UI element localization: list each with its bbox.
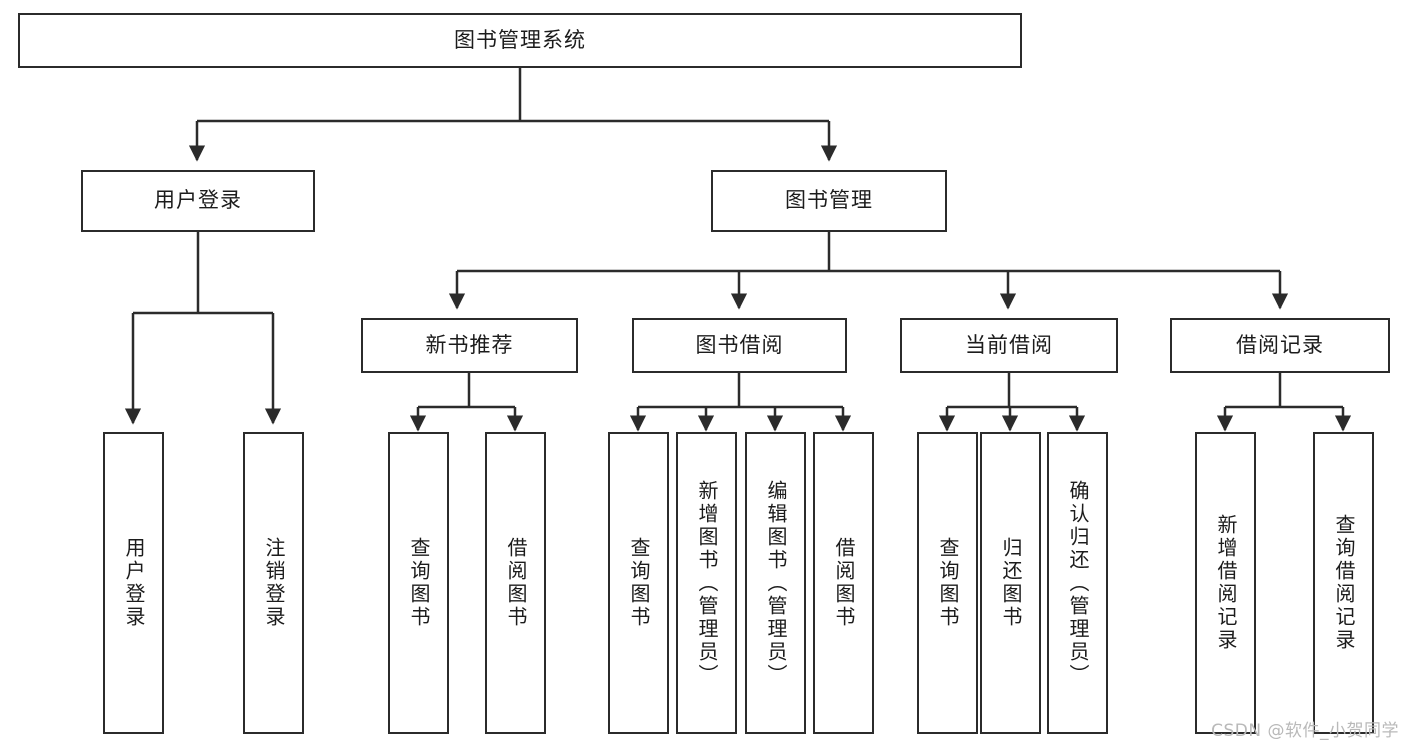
node-book-management[interactable]: 图书管理 [711, 170, 947, 232]
leaf-user-login[interactable]: 用户登录 [103, 432, 164, 734]
node-label: 借阅图书 [832, 537, 856, 629]
leaf-borrow-book-new[interactable]: 借阅图书 [485, 432, 546, 734]
node-label: 确认归还（管理员） [1066, 479, 1090, 687]
node-label: 借阅图书 [504, 537, 528, 629]
node-borrow-record[interactable]: 借阅记录 [1170, 318, 1390, 373]
node-label: 新增图书（管理员） [695, 479, 719, 687]
leaf-add-borrow-record[interactable]: 新增借阅记录 [1195, 432, 1256, 734]
node-label: 注销登录 [262, 537, 286, 629]
node-book-borrow[interactable]: 图书借阅 [632, 318, 847, 373]
node-current-borrow[interactable]: 当前借阅 [900, 318, 1118, 373]
node-label: 新增借阅记录 [1214, 514, 1238, 652]
node-label: 查询图书 [627, 537, 651, 629]
node-label: 图书管理 [785, 188, 873, 213]
node-label: 用户登录 [154, 188, 242, 213]
node-label: 借阅记录 [1236, 332, 1324, 357]
node-user-login[interactable]: 用户登录 [81, 170, 315, 232]
leaf-return-book[interactable]: 归还图书 [980, 432, 1041, 734]
leaf-logout[interactable]: 注销登录 [243, 432, 304, 734]
node-label: 用户登录 [122, 537, 146, 629]
node-label: 图书借阅 [695, 332, 784, 357]
leaf-query-book-new[interactable]: 查询图书 [388, 432, 449, 734]
leaf-query-book-current[interactable]: 查询图书 [917, 432, 978, 734]
leaf-query-book[interactable]: 查询图书 [608, 432, 669, 734]
leaf-query-borrow-record[interactable]: 查询借阅记录 [1313, 432, 1374, 734]
node-label: 查询借阅记录 [1332, 514, 1356, 652]
node-label: 编辑图书（管理员） [764, 479, 788, 687]
leaf-confirm-return-admin[interactable]: 确认归还（管理员） [1047, 432, 1108, 734]
node-label: 归还图书 [999, 537, 1023, 629]
watermark: CSDN @软件_小贺同学 [1211, 721, 1399, 741]
leaf-edit-book-admin[interactable]: 编辑图书（管理员） [745, 432, 806, 734]
node-root[interactable]: 图书管理系统 [18, 13, 1022, 68]
node-label: 查询图书 [936, 537, 960, 629]
node-label: 当前借阅 [965, 332, 1053, 357]
leaf-add-book-admin[interactable]: 新增图书（管理员） [676, 432, 737, 734]
node-label: 图书管理系统 [454, 27, 586, 52]
node-label: 查询图书 [407, 537, 431, 629]
leaf-borrow-book[interactable]: 借阅图书 [813, 432, 874, 734]
node-label: 新书推荐 [425, 332, 514, 357]
node-new-book-recommend[interactable]: 新书推荐 [361, 318, 578, 373]
